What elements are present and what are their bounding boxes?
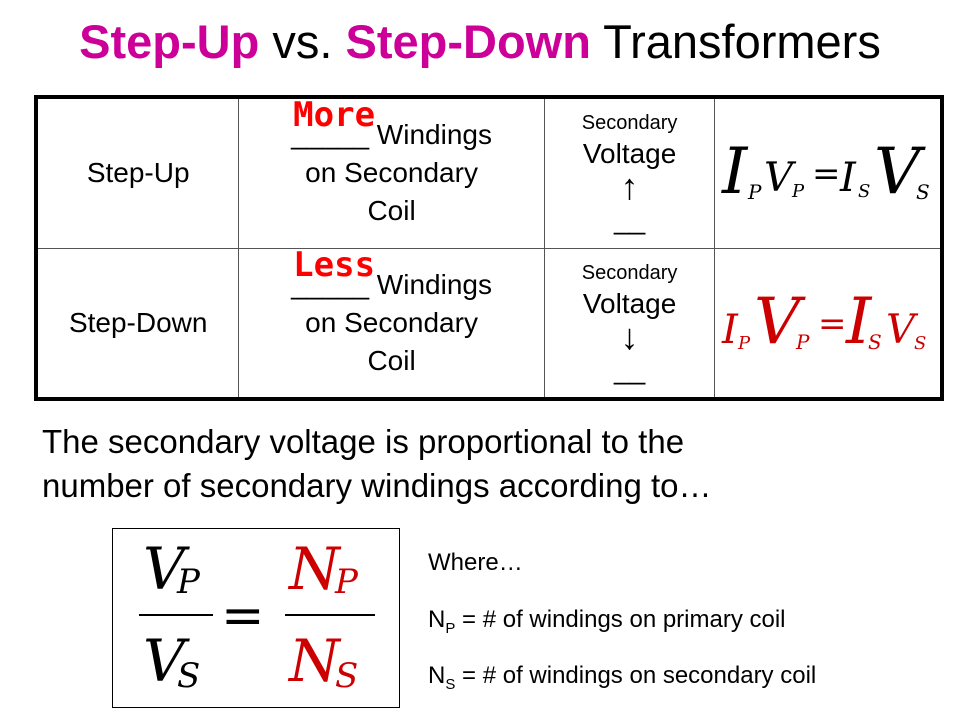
title-step-up: Step-Up: [79, 15, 260, 68]
eq-equals: =: [221, 586, 265, 646]
voltage-blank: __: [614, 204, 646, 236]
windings-text: Windings: [369, 119, 492, 151]
eq-v: V: [764, 155, 797, 201]
answer-more: More: [293, 95, 376, 136]
eq-i-sub: P: [747, 180, 762, 204]
power-equation-cell: I P V P = I S V S: [714, 96, 943, 249]
windings-line3: Coil: [367, 344, 416, 376]
blank-line: _____: [291, 119, 370, 151]
eq-den-left-sub: S: [177, 656, 200, 696]
eq-den-right: N: [287, 627, 342, 695]
voltage-label: Voltage: [582, 287, 677, 319]
eq-i: I: [721, 135, 749, 209]
eq-v2-sub: S: [916, 180, 930, 204]
eq-i: I: [721, 307, 739, 353]
answer-blank: _____More: [291, 97, 375, 154]
answer-less: Less: [293, 244, 376, 285]
eq-i2-sub: S: [858, 181, 870, 202]
secondary-label: Secondary: [581, 112, 678, 135]
eq-i2: I: [839, 155, 857, 201]
eq-i2: I: [845, 285, 873, 359]
eq-num-right-sub: P: [334, 562, 359, 602]
voltage-label: Voltage: [582, 138, 677, 170]
windings-line3: Coil: [367, 195, 416, 227]
eq-v-sub: P: [795, 330, 810, 354]
row-label: Step-Down: [35, 247, 240, 400]
eq-num-right: N: [287, 535, 342, 603]
paragraph-line1: The secondary voltage is proportional to…: [42, 423, 685, 460]
arrow-up-icon: ↑: [620, 166, 639, 208]
windings-line2: on Secondary: [305, 157, 478, 189]
power-equation-cell: I P V P = I S V S: [714, 247, 943, 400]
eq-v-sub: P: [791, 181, 805, 202]
ratio-equation-box: V P V S = N P N S: [112, 528, 400, 708]
comparison-table: Step-Up _____More Windings on Secondary …: [34, 95, 944, 401]
title-vs: vs.: [259, 15, 346, 68]
arrow-down-icon: ↓: [620, 315, 639, 357]
eq-num-left: V: [143, 535, 190, 603]
eq-equals: =: [812, 154, 841, 194]
eq-equals: =: [818, 304, 847, 344]
title-step-down: Step-Down: [345, 15, 591, 68]
ns-text: = # of windings on secondary coil: [455, 662, 817, 689]
eq-i2-sub: S: [868, 330, 882, 354]
answer-blank: _____Less: [291, 247, 375, 304]
blank-line: _____: [291, 268, 370, 300]
ns-sub: S: [445, 675, 456, 693]
eq-v2: V: [874, 135, 926, 209]
title-transformers: Transformers: [590, 15, 881, 68]
np-text: = # of windings on primary coil: [455, 606, 786, 633]
eq-v2: V: [886, 307, 919, 353]
voltage-cell: Secondary Voltage ↓ __: [543, 247, 716, 400]
eq-v2-sub: S: [914, 333, 926, 354]
eq-num-left-sub: P: [176, 562, 201, 602]
table-row-step-down: Step-Down _____Less Windings on Secondar…: [35, 247, 943, 400]
explanation-paragraph: The secondary voltage is proportional to…: [42, 420, 942, 508]
windings-line2: on Secondary: [305, 306, 478, 338]
row-label: Step-Up: [35, 96, 240, 249]
np-sub: P: [445, 619, 456, 637]
voltage-cell: Secondary Voltage ↑ __: [543, 96, 716, 249]
eq-i-sub: P: [737, 333, 751, 354]
ns-symbol: N: [428, 662, 446, 689]
secondary-label: Secondary: [581, 261, 678, 284]
eq-den-right-sub: S: [335, 656, 358, 696]
windings-text: Windings: [369, 268, 492, 300]
windings-cell: _____Less Windings on Secondary Coil: [238, 247, 545, 400]
paragraph-line2: number of secondary windings according t…: [42, 467, 712, 504]
definition-ns: NS = # of windings on secondary coil: [428, 661, 816, 699]
voltage-blank: __: [614, 353, 646, 385]
windings-cell: _____More Windings on Secondary Coil: [238, 96, 545, 249]
power-equation-down: I P V P = I S V S: [721, 285, 926, 359]
eq-v: V: [754, 285, 806, 359]
definition-np: NP = # of windings on primary coil: [428, 605, 786, 643]
where-label: Where…: [428, 549, 523, 576]
page-title: Step-Up vs. Step-Down Transformers: [0, 14, 960, 70]
table-row-step-up: Step-Up _____More Windings on Secondary …: [35, 96, 943, 249]
ratio-equation: V P V S = N P N S: [139, 535, 375, 696]
np-symbol: N: [428, 606, 446, 633]
power-equation-up: I P V P = I S V S: [721, 135, 930, 209]
eq-den-left: V: [143, 627, 190, 695]
